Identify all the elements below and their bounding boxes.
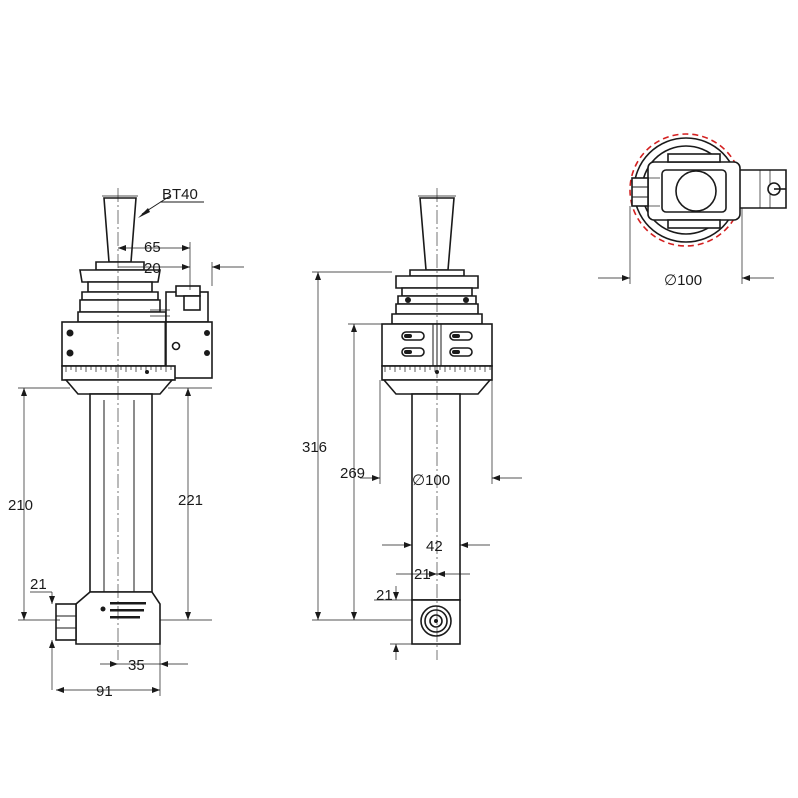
dim-269: 269 — [340, 465, 365, 482]
dim-20: 20 — [144, 260, 161, 277]
scale-ticks-left — [65, 366, 172, 372]
dim-210: 210 — [8, 497, 33, 514]
top-view: ∅100 — [598, 133, 787, 289]
dim-dia100-top: ∅100 — [664, 272, 702, 289]
housing-slots — [401, 331, 473, 357]
dim-35: 35 — [128, 657, 145, 674]
dim-316: 316 — [302, 439, 327, 456]
dim-42: 42 — [426, 538, 443, 555]
dim-65: 65 — [144, 239, 161, 256]
bt40-label: BT40 — [162, 186, 198, 203]
dim-21-mid-a: 21 — [414, 566, 431, 583]
front-view: 316 269 ∅100 42 21 21 — [302, 188, 522, 660]
dim-21-mid-b: 21 — [376, 587, 393, 604]
left-side-view: BT40 65 20 210 221 21 — [8, 186, 244, 700]
dim-221: 221 — [178, 492, 203, 509]
scale-ticks-front — [384, 366, 491, 372]
dim-dia100-mid: ∅100 — [412, 472, 450, 489]
dim-91: 91 — [96, 683, 113, 700]
nameplate-text — [110, 602, 146, 619]
dim-21-left: 21 — [30, 576, 47, 593]
